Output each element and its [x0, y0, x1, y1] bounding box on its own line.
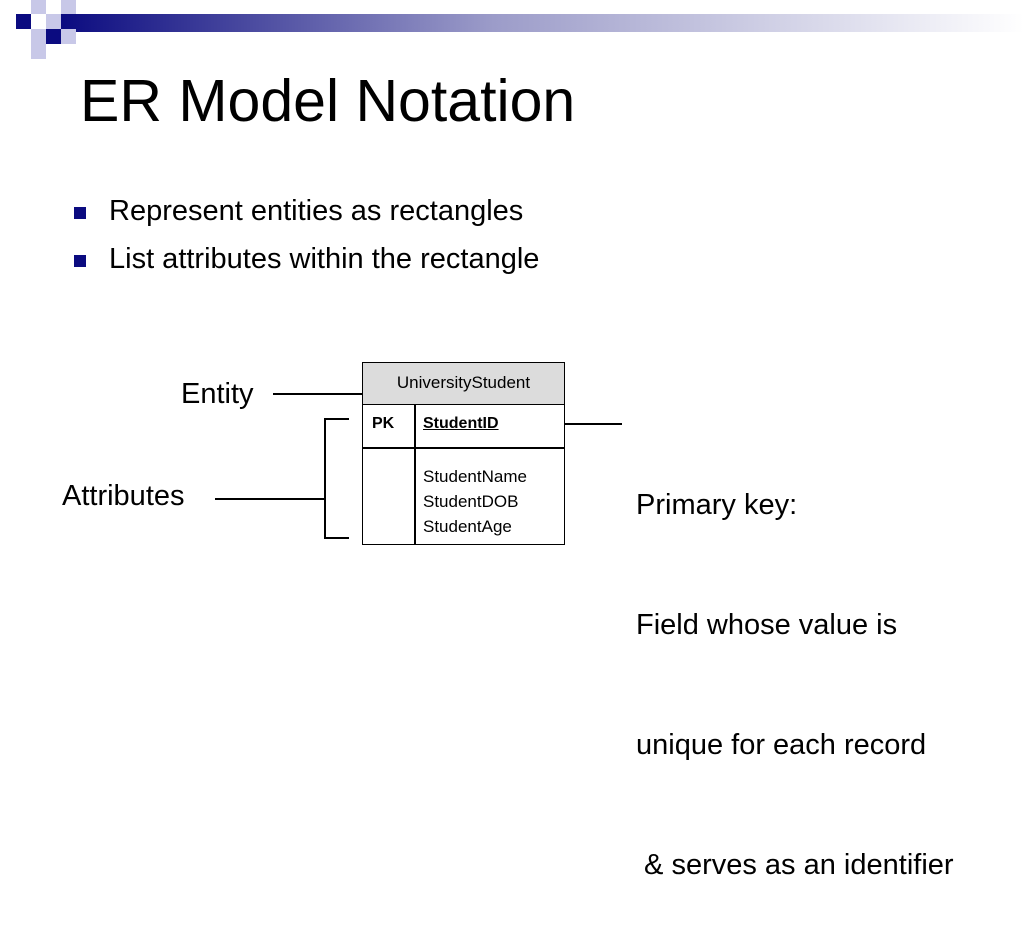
attributes-connector-line: [215, 498, 325, 500]
attributes-bracket-top: [324, 418, 349, 420]
bullet-text: Represent entities as rectangles: [109, 195, 524, 227]
bullet-text: List attributes within the rectangle: [109, 243, 540, 275]
attribute-item: StudentName: [423, 467, 527, 486]
primary-key-line: & serves as an identifier: [636, 849, 954, 881]
primary-key-line: Primary key:: [636, 489, 798, 521]
entity-box: UniversityStudent PK StudentID StudentNa…: [362, 362, 565, 545]
slide-title: ER Model Notation: [80, 68, 576, 134]
pk-row-divider: [363, 447, 564, 449]
primary-key-line: Field whose value is: [636, 609, 898, 641]
square-bullet-icon: [74, 207, 86, 219]
attribute-item: StudentAge: [423, 517, 512, 536]
attribute-list: StudentName StudentDOB StudentAge: [423, 464, 527, 539]
header-decoration: [16, 0, 1024, 59]
bullet-list: Represent entities as rectangles List at…: [74, 193, 539, 289]
bullet-item: List attributes within the rectangle: [74, 241, 539, 289]
attribute-item: StudentDOB: [423, 492, 519, 511]
primary-key-description: Primary key: Field whose value is unique…: [636, 405, 954, 925]
attributes-label: Attributes: [62, 480, 185, 512]
primary-key-line: unique for each record: [636, 729, 927, 761]
bullet-item: Represent entities as rectangles: [74, 193, 539, 241]
entity-label: Entity: [181, 378, 254, 410]
entity-name: UniversityStudent: [363, 363, 564, 405]
square-bullet-icon: [74, 255, 86, 267]
pk-label: PK: [372, 415, 395, 432]
attributes-bracket-vertical: [324, 418, 326, 538]
primary-key-connector-line: [528, 423, 622, 425]
entity-connector-line: [273, 393, 362, 395]
pk-column-divider: [414, 405, 416, 544]
pk-field: StudentID: [423, 415, 499, 432]
attributes-bracket-bottom: [324, 537, 349, 539]
